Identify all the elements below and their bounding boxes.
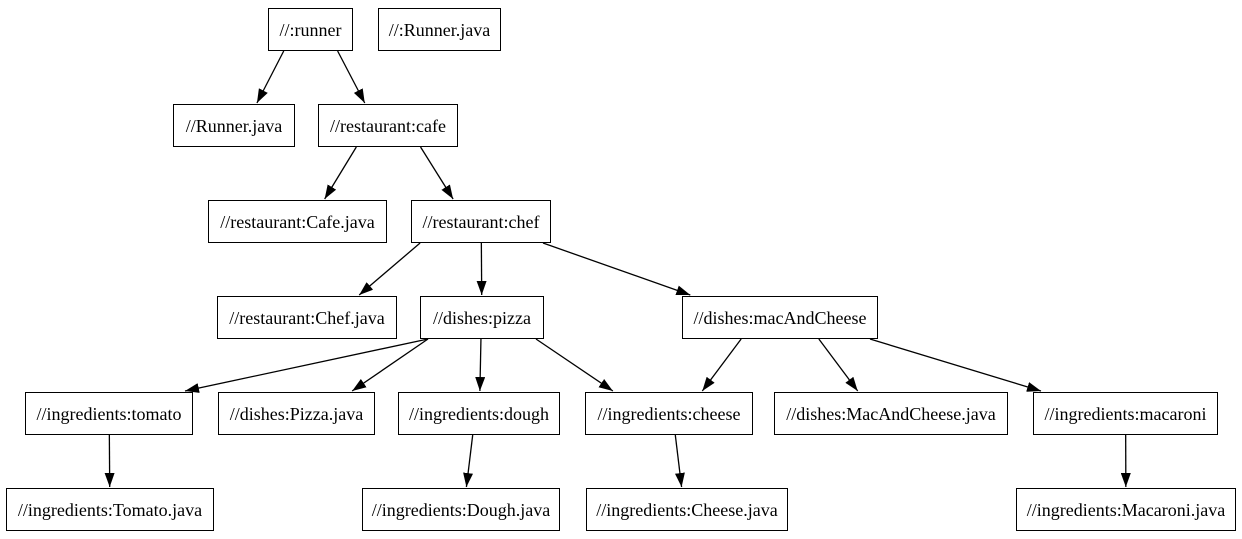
graph-edge-pizza-to-cheese <box>535 338 614 392</box>
graph-edge-runner-to-cafe <box>337 50 366 104</box>
graph-node-runner: //:runner <box>268 8 353 51</box>
graph-edge-cheese-to-cheese-java <box>674 434 685 488</box>
graph-edge-cafe-to-cafe-java <box>324 146 357 200</box>
graph-node-macaroni: //ingredients:macaroni <box>1033 392 1218 435</box>
graph-node-cheese-java: //ingredients:Cheese.java <box>586 488 788 531</box>
graph-node-tomato-java: //ingredients:Tomato.java <box>6 488 214 531</box>
graph-node-runner-java-src: //:Runner.java <box>378 8 501 51</box>
graph-node-tomato: //ingredients:tomato <box>25 392 193 435</box>
graph-node-macandcheese-java: //dishes:MacAndCheese.java <box>774 392 1008 435</box>
graph-node-chef-java: //restaurant:Chef.java <box>217 296 397 339</box>
graph-node-macaroni-java: //ingredients:Macaroni.java <box>1016 488 1236 531</box>
graph-edge-macandcheese-to-macaroni <box>869 338 1042 392</box>
graph-edge-macandcheese-to-macandcheese-java <box>818 338 859 392</box>
graph-edge-chef-to-chef-java <box>358 242 421 296</box>
graph-edge-pizza-to-dough <box>475 338 486 392</box>
graph-node-cafe: //restaurant:cafe <box>318 104 458 147</box>
graph-node-runner-java: //Runner.java <box>173 104 295 147</box>
graph-edge-dough-to-dough-java <box>463 434 474 488</box>
graph-edge-pizza-to-pizza-java <box>351 338 429 392</box>
graph-node-cheese: //ingredients:cheese <box>585 392 753 435</box>
graph-node-pizza-java: //dishes:Pizza.java <box>218 392 375 435</box>
graph-node-cafe-java: //restaurant:Cafe.java <box>208 200 387 243</box>
graph-node-pizza: //dishes:pizza <box>420 296 544 339</box>
graph-edge-cafe-to-chef <box>419 146 454 200</box>
graph-edge-pizza-to-tomato <box>184 338 429 393</box>
graph-edge-runner-to-runner-java <box>256 50 285 104</box>
graph-node-macandcheese: //dishes:macAndCheese <box>682 296 878 339</box>
graph-node-dough: //ingredients:dough <box>398 392 560 435</box>
edge-group <box>104 50 1131 488</box>
graph-node-dough-java: //ingredients:Dough.java <box>362 488 560 531</box>
graph-edge-chef-to-macandcheese <box>542 242 691 296</box>
graph-edge-macandcheese-to-cheese <box>701 338 742 392</box>
graph-node-chef: //restaurant:chef <box>411 200 551 243</box>
